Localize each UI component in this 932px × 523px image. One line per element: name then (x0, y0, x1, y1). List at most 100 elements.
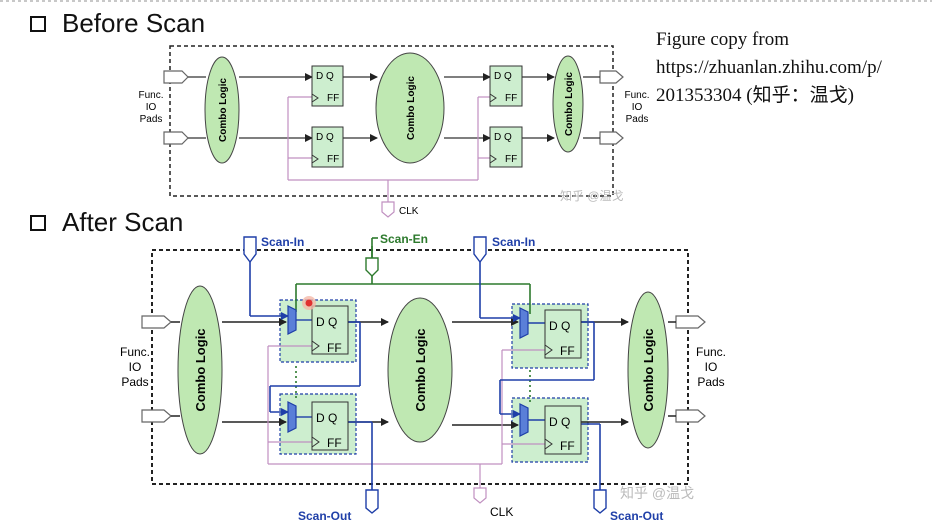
combo-logic-cloud (375, 52, 445, 164)
combo-logic-label: Combo Logic (218, 78, 229, 142)
scan-mux-icon (287, 305, 297, 335)
ff-label: FF (505, 154, 517, 165)
chip-boundary (169, 45, 614, 197)
scan-in-pad-icon (243, 236, 257, 264)
scan-in-label: Scan-In (492, 235, 535, 249)
scan-mux-icon (519, 307, 529, 339)
clock-input-icon (311, 436, 320, 448)
scan-en-label: Scan-En (380, 232, 428, 246)
flip-flop: D Q FF (489, 65, 523, 107)
ff-label: FF (560, 439, 575, 453)
input-pad-icon (141, 409, 172, 423)
caption-line-1: Figure copy from (656, 29, 789, 50)
ff-dq-label: D Q (494, 71, 512, 82)
after-scan-heading: After Scan (30, 207, 183, 238)
ff-dq-label: D Q (549, 415, 570, 429)
after-scan-title: After Scan (62, 207, 184, 237)
io-pads-label-pads: Pads (140, 114, 163, 125)
io-pads-label-func: Func. (696, 345, 726, 359)
watermark: 知乎 @温戈 (620, 485, 694, 501)
io-pads-label-io: IO (705, 360, 718, 374)
clock-input-icon (544, 344, 553, 356)
scan-chain-net (249, 262, 601, 490)
input-pad-icon (141, 315, 172, 329)
io-pads-label-pads: Pads (121, 375, 148, 389)
before-scan-diagram: Func. IO Pads Func. IO Pads Combo Logic … (138, 45, 650, 218)
flip-flop: D Q FF (489, 126, 523, 168)
combo-logic-label: Combo Logic (564, 72, 575, 136)
clock-pad-icon (381, 201, 395, 218)
combo-logic-label: Combo Logic (413, 328, 428, 411)
scan-enable-pad-icon (365, 257, 379, 277)
clock-input-icon (311, 154, 319, 164)
output-pad-icon (599, 131, 624, 145)
combo-logic-cloud (627, 291, 669, 449)
clk-label: CLK (490, 505, 513, 519)
caption-line-2: https://zhuanlan.zhihu.com/p/ (656, 57, 882, 78)
scan-out-label: Scan-Out (298, 509, 351, 523)
combo-logic-cloud (204, 56, 240, 164)
output-pad-icon (599, 70, 624, 84)
output-pad-icon (675, 315, 706, 329)
io-pads-label-io: IO (146, 102, 157, 113)
ff-label: FF (560, 344, 575, 358)
scan-mux-icon (519, 403, 529, 437)
flip-flop: D Q FF (311, 305, 349, 355)
clock-tree (267, 345, 545, 488)
ff-label: FF (327, 436, 342, 450)
flip-flop: D Q FF (311, 401, 349, 451)
io-pads-label-func: Func. (138, 90, 163, 101)
io-pads-label-func: Func. (120, 345, 150, 359)
ff-dq-label: D Q (316, 71, 334, 82)
pointer-dot (305, 299, 313, 307)
combo-logic-cloud (177, 285, 223, 455)
after-scan-diagram: Func. IO Pads Func. IO Pads Combo Logic … (120, 232, 726, 523)
before-scan-heading: Before Scan (30, 8, 205, 39)
combo-logic-label: Combo Logic (406, 76, 417, 140)
clock-pad-icon (473, 487, 487, 504)
io-pads-label-pads: Pads (626, 114, 649, 125)
ff-dq-label: D Q (316, 411, 337, 425)
io-pads-label-func: Func. (624, 90, 649, 101)
ff-dq-label: D Q (316, 132, 334, 143)
top-rule (0, 0, 932, 2)
ff-dq-label: D Q (549, 319, 570, 333)
scan-in-label: Scan-In (261, 235, 304, 249)
clock-input-icon (311, 340, 320, 352)
flip-flop: D Q FF (311, 126, 344, 168)
caption-line-3: 201353304 (知乎：温戈) (656, 85, 854, 106)
clock-input-icon (489, 93, 497, 103)
clock-tree (287, 96, 490, 202)
scan-out-pad-icon (593, 489, 607, 514)
combo-logic-label: Combo Logic (193, 328, 208, 411)
input-pad-icon (163, 131, 189, 145)
ff-dq-label: D Q (494, 132, 512, 143)
ff-label: FF (327, 154, 339, 165)
ff-dq-label: D Q (316, 315, 337, 329)
clock-input-icon (489, 154, 497, 164)
ff-label: FF (327, 93, 339, 104)
checkbox-icon (30, 15, 46, 32)
clk-label: CLK (399, 206, 419, 217)
combo-logic-cloud (387, 297, 453, 443)
combo-logic-cloud (552, 55, 584, 153)
output-pad-icon (675, 409, 706, 423)
before-scan-title: Before Scan (62, 8, 206, 38)
figure-caption: Figure copy from https://zhuanlan.zhihu.… (656, 26, 932, 110)
watermark: 知乎 @温戈 (560, 189, 624, 203)
io-pads-label-pads: Pads (697, 375, 724, 389)
chip-boundary (151, 249, 689, 485)
combo-logic-label: Combo Logic (641, 328, 656, 411)
scan-in-pad-icon (473, 236, 487, 264)
input-pad-icon (163, 70, 189, 84)
clock-input-icon (544, 438, 553, 450)
data-wires (188, 73, 600, 142)
flip-flop: D Q FF (544, 309, 582, 359)
ff-label: FF (327, 341, 342, 355)
scan-out-label: Scan-Out (610, 509, 663, 523)
scan-out-pad-icon (365, 489, 379, 514)
clock-input-icon (311, 93, 319, 103)
ff-label: FF (505, 93, 517, 104)
io-pads-label-io: IO (129, 360, 142, 374)
